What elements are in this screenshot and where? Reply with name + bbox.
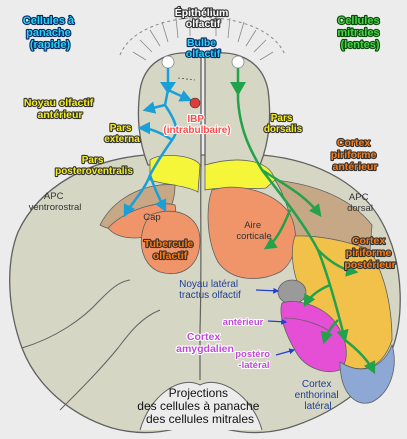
svg-text:Cortex enthorinal laté: Cortex enthorinal latéral bbox=[295, 379, 342, 412]
svg-text:Cortex piriforme antér: Cortex piriforme antérieur bbox=[331, 137, 379, 173]
tufted-cells-line-2: panache bbox=[26, 27, 71, 39]
anterior-amygdala-label: antérieur bbox=[223, 317, 264, 328]
svg-text:Noyau latéral tractus olfa: Noyau latéral tractus olfactif bbox=[179, 279, 241, 301]
svg-text:Cellules mitrales (len: Cellules mitrales (lentes) bbox=[337, 15, 382, 51]
olfactory-epithelium-line-1: Épithélium bbox=[175, 6, 229, 19]
mitral-cells-line-2: mitrales bbox=[337, 27, 379, 39]
amygdala-divider bbox=[283, 317, 329, 331]
right-olfactory-bulb bbox=[204, 52, 271, 166]
amygdaloid-cortex-line-2: amygdalien bbox=[176, 343, 234, 355]
tufted-cells-line-3: (rapide) bbox=[30, 39, 71, 51]
posterior-piriform-cortex-line-1: Cortex bbox=[352, 235, 385, 247]
anterior-olfactory-nucleus-line-2: antérieur bbox=[38, 109, 83, 121]
anterior-piriform-cortex-line-2: piriforme bbox=[331, 149, 377, 161]
svg-text:Projections des cellules à: Projections des cellules à panache des c… bbox=[137, 386, 262, 426]
tufted-cell-pathway bbox=[123, 68, 193, 218]
svg-text:Tubercule olfactif: Tubercule olfactif bbox=[144, 238, 196, 262]
bottom-notch bbox=[139, 381, 263, 431]
left-olfactory-bulb bbox=[137, 52, 202, 166]
ibp-line-1: IBP bbox=[187, 114, 204, 125]
lateral-entorhinal-cortex-line-1: Cortex bbox=[302, 379, 331, 390]
svg-text:antérieur: antérieur bbox=[223, 317, 264, 328]
svg-text:Bulbe olfactif: Bulbe olfactif bbox=[186, 37, 221, 60]
cortical-area-line-1: Aire bbox=[244, 220, 261, 231]
anterior-olfactory-nucleus-line-1: Noyau olfactif bbox=[24, 97, 94, 109]
lateral-entorhinal-cortex-line-2: enthorinal bbox=[295, 390, 339, 401]
svg-text:Cap: Cap bbox=[143, 212, 160, 223]
left-lobe-sulcus-b bbox=[59, 309, 161, 411]
pars-dorsalis-line-2: dorsalis bbox=[264, 124, 303, 135]
pars-posteroventralis-line-1: Pars bbox=[82, 155, 104, 166]
receptor-cells bbox=[132, 16, 274, 61]
left-lobe-sulcus-a bbox=[21, 279, 131, 349]
caption-line-1: Projections bbox=[169, 386, 228, 400]
posterior-piriform-cortex-line-2: piriforme bbox=[346, 247, 392, 259]
anterior-piriform-cortex-line-3: antérieur bbox=[333, 161, 378, 173]
olfactory-epithelium bbox=[119, 17, 286, 56]
pars-externa-line-2: externa bbox=[104, 134, 140, 145]
ibp-dot bbox=[189, 97, 201, 109]
svg-text:IBP (intrabulbaire): IBP (intrabulbaire) bbox=[163, 114, 230, 136]
olfactory-tubercle-region bbox=[141, 210, 201, 275]
glomeruli bbox=[161, 55, 245, 69]
lateral-olfactory-tract-nucleus-line-1: Noyau latéral bbox=[179, 279, 238, 290]
lateral-entorhinal-cortex-line-3: latéral bbox=[304, 401, 331, 412]
lateral-olfactory-tract-nucleus-region bbox=[277, 279, 307, 305]
svg-text:Pars dorsalis: Pars dorsalis bbox=[264, 113, 303, 135]
cortical-area-line-2: corticale bbox=[236, 231, 271, 242]
apc-ventrorostral-line-2: ventrorostral bbox=[29, 202, 82, 213]
caption-line-3: des cellules mitrales bbox=[146, 412, 254, 426]
svg-text:Pars posteroventralis: Pars posteroventralis bbox=[55, 155, 133, 177]
olfactory-tubercle-line-2: olfactif bbox=[153, 250, 188, 262]
mitral-cell-body bbox=[230, 82, 246, 96]
svg-text:APC dorsal: APC dorsal bbox=[347, 192, 373, 214]
olfactory-tubercle-line-1: Tubercule bbox=[144, 238, 194, 250]
olfactory-bulb-line-2: olfactif bbox=[186, 48, 221, 60]
svg-text:Épithélium olfactif: Épithélium olfactif bbox=[175, 6, 232, 30]
pars-posteroventralis-region bbox=[149, 155, 201, 193]
pointer-arrows bbox=[255, 287, 296, 356]
svg-text:APC ventrorostral: APC ventrorostral bbox=[29, 191, 82, 213]
svg-text:Cortex amygdalien: Cortex amygdalien bbox=[176, 331, 234, 355]
svg-text:Cortex piriforme posté: Cortex piriforme postérieur bbox=[344, 235, 395, 271]
svg-text:Pars externa: Pars externa bbox=[104, 123, 140, 145]
pars-posteroventralis-line-2: posteroventralis bbox=[55, 166, 133, 177]
posterolateral-line-1: postéro bbox=[235, 349, 270, 360]
svg-text:Noyau olfactif antérieur: Noyau olfactif antérieur bbox=[24, 97, 96, 121]
mitral-cell-pathway bbox=[236, 68, 376, 375]
svg-text:postéro -latéral: postéro -latéral bbox=[235, 349, 272, 371]
olfactory-epithelium-line-2: olfactif bbox=[186, 18, 221, 30]
posterolateral-line-2: -latéral bbox=[238, 360, 269, 371]
pars-dorsalis-line-1: Pars bbox=[271, 113, 293, 124]
lateral-olfactory-tract-nucleus-line-2: tractus olfactif bbox=[179, 290, 241, 301]
midline bbox=[199, 164, 202, 380]
tufted-cell-body bbox=[160, 82, 176, 94]
cap-label: Cap bbox=[143, 212, 160, 223]
tufted-cells-line-1: Cellules à bbox=[23, 15, 75, 27]
svg-text:Cellules à panache (ra: Cellules à panache (rapide) bbox=[23, 15, 77, 51]
ibp-line-2: (intrabulbaire) bbox=[163, 125, 230, 136]
apc-ventrorostral-line-1: APC bbox=[44, 191, 64, 202]
svg-text:Aire corticale: Aire corticale bbox=[236, 220, 271, 242]
mitral-cells-line-3: (lentes) bbox=[340, 39, 379, 51]
olfactory-bulb-line-1: Bulbe bbox=[187, 37, 216, 49]
posterior-piriform-cortex-line-3: postérieur bbox=[344, 259, 395, 271]
mitral-cells-line-1: Cellules bbox=[337, 15, 379, 27]
apc-dorsal-line-1: APC bbox=[349, 192, 369, 203]
apc-dorsal-line-2: dorsal bbox=[347, 203, 373, 214]
inter-bulb-connection bbox=[177, 77, 196, 81]
anterior-piriform-cortex-line-1: Cortex bbox=[337, 137, 370, 149]
amygdaloid-cortex-line-1: Cortex bbox=[187, 331, 220, 343]
caption-line-2: des cellules à panache bbox=[137, 399, 259, 413]
cortical-area-region bbox=[207, 186, 296, 279]
pars-externa-line-1: Pars bbox=[110, 123, 132, 134]
